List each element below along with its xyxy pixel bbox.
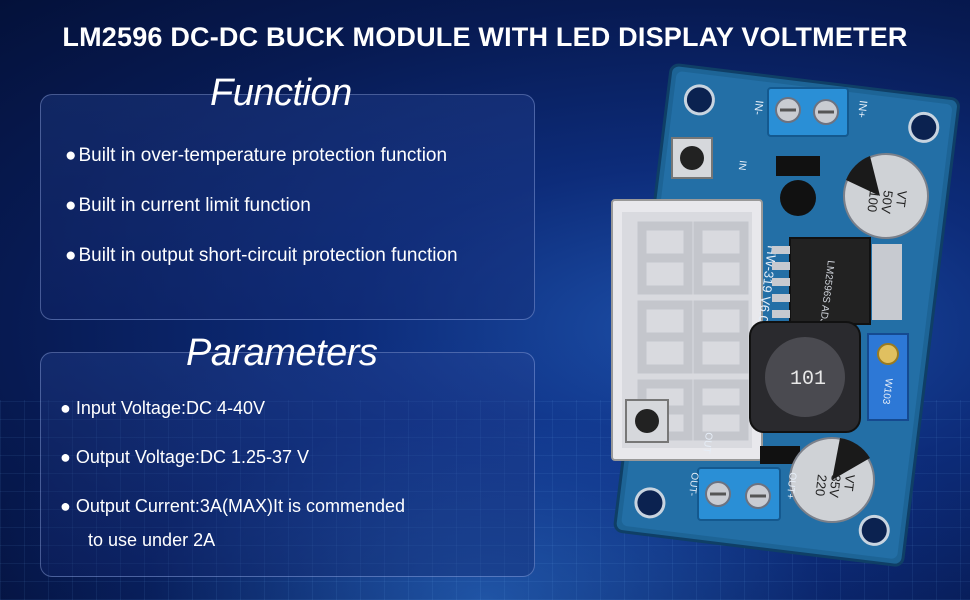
output-terminal-block [697, 467, 781, 521]
lm2596-chip [772, 237, 902, 325]
parameters-heading: Parameters [186, 332, 378, 374]
function-item: ●Built in over-temperature protection fu… [65, 145, 448, 166]
function-item: ●Built in output short-circuit protectio… [65, 245, 458, 266]
label-out-minus: OUT- [686, 472, 700, 497]
function-panel [40, 94, 535, 320]
cap-top-text-2: 50V [878, 190, 896, 215]
push-button-top [671, 137, 713, 179]
label-out-plus: OUT+ [784, 472, 798, 500]
input-terminal-block [767, 87, 849, 137]
diode [776, 156, 820, 176]
function-item: ●Built in current limit function [65, 195, 311, 216]
push-button-bottom [625, 399, 669, 443]
page-title: LM2596 DC-DC BUCK MODULE WITH LED DISPLA… [62, 22, 908, 52]
potentiometer [867, 333, 909, 421]
cap-bottom-text-1: 220 [812, 474, 830, 497]
cap-bottom-text-3: VT [841, 474, 858, 492]
label-in-plus: IN+ [855, 100, 869, 119]
pot-label: W103 [880, 378, 894, 406]
function-heading: Function [210, 72, 352, 114]
transistor [780, 180, 816, 216]
label-in: IN [736, 160, 748, 171]
parameter-item: ● Output Voltage:DC 1.25-37 V [60, 447, 310, 467]
parameter-item-continued: to use under 2A [88, 530, 216, 550]
buck-module-photo: IN- IN+ IN 100 50V VT HW-319 V6.0 [611, 63, 960, 567]
label-in-minus: IN- [751, 100, 765, 116]
inductor [749, 321, 861, 433]
cap-top-text-3: VT [893, 190, 910, 208]
parameter-item: ● Input Voltage:DC 4-40V [60, 398, 265, 418]
cap-top-text-1: 100 [864, 190, 882, 213]
label-out: OUT [700, 432, 713, 454]
diode-bottom [760, 446, 800, 464]
cap-bottom-text-2: 35V [826, 474, 844, 499]
parameter-item: ● Output Current:3A(MAX)It is commended [60, 496, 405, 516]
capacitor-top [843, 153, 929, 239]
parameters-panel [40, 352, 535, 577]
capacitor-bottom [789, 437, 875, 523]
inductor-label: 101 [790, 368, 826, 391]
